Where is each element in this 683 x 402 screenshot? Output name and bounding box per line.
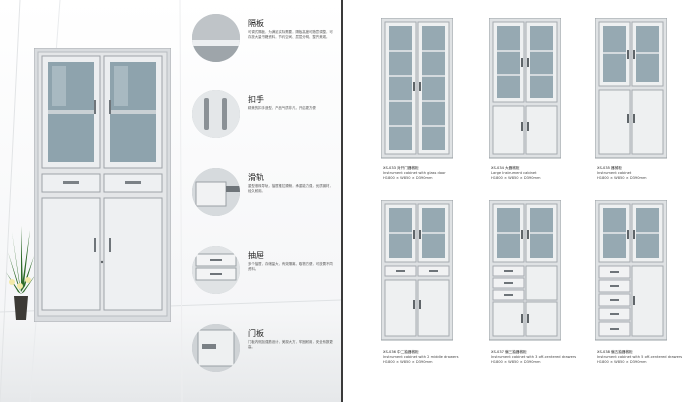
product-xs-034: XS-034 大器械柜 Large Instrument cabinet H18… — [489, 18, 589, 180]
product-caption: XS-036 中二抽器械柜 Instrument cabinet with 2 … — [383, 350, 458, 364]
feature-description: 多个抽屉，存储量大，有效隔离，取物方便，可放置不同资料。 — [248, 262, 333, 271]
feature-door: 门板 门板内侧加强筋设计，美观大方，牢固耐用，安全系数更高。 — [192, 324, 340, 384]
product-name: Large Instrument cabinet — [491, 170, 537, 175]
product-code: XS-037 偏三抽器械柜 — [491, 350, 527, 354]
rail-detail-image — [192, 168, 240, 216]
cabinet-three-drawer-image — [489, 200, 561, 341]
product-caption: XS-033 对开门器械柜 Instrument cabinet with gl… — [383, 166, 446, 180]
door-detail-image — [192, 324, 240, 372]
cabinet-five-drawer-image — [595, 200, 667, 341]
feature-description: 门板内侧加强筋设计，美观大方，牢固耐用，安全系数更高。 — [248, 340, 333, 349]
left-page: 隔板 可调式隔板，为满足实际需要，隔板高度可随意调整，可存放大量书籍资料，节约空… — [0, 0, 341, 402]
feature-description: 重型滚珠导轨，抽屉推拉顺畅，承重能力强，优质钢材，经久耐用。 — [248, 184, 333, 193]
cabinet-large-image — [489, 18, 561, 159]
product-caption: XS-038 偏五抽器械柜 Instrument cabinet with 5 … — [597, 350, 682, 364]
product-code: XS-038 偏五抽器械柜 — [597, 350, 633, 354]
cabinet-standard-image — [595, 18, 667, 159]
product-xs-033: XS-033 对开门器械柜 Instrument cabinet with gl… — [381, 18, 481, 180]
product-caption: XS-037 偏三抽器械柜 Instrument cabinet with 3 … — [491, 350, 576, 364]
product-code: XS-033 对开门器械柜 — [383, 166, 419, 170]
feature-handle: 扣手 精美的扣手造型，产品气质非凡，开启更方便 — [192, 90, 340, 146]
product-name: Instrument cabinet with 5 off-centered d… — [597, 354, 683, 359]
product-size: H1800 × W850 × D390mm — [491, 175, 541, 180]
product-xs-036: XS-036 中二抽器械柜 Instrument cabinet with 2 … — [381, 200, 481, 364]
shelf-detail-image — [192, 14, 240, 62]
feature-description: 精美的扣手造型，产品气质非凡，开启更方便 — [248, 106, 316, 110]
right-page: XS-033 对开门器械柜 Instrument cabinet with gl… — [343, 0, 683, 402]
product-caption: XS-034 大器械柜 Large Instrument cabinet H18… — [491, 166, 540, 180]
product-size: H1800 × W850 × D390mm — [597, 175, 647, 180]
product-name: Instrument cabinet with glass door — [383, 170, 446, 175]
product-xs-035: XS-035 器械柜 Instrument cabinet H1800 × W8… — [595, 18, 683, 180]
product-caption: XS-035 器械柜 Instrument cabinet H1800 × W8… — [597, 166, 646, 180]
feature-title: 隔板 — [248, 19, 264, 28]
product-code: XS-036 中二抽器械柜 — [383, 350, 419, 354]
potted-plant-image — [6, 226, 36, 320]
product-size: H1800 × W850 × D390mm — [383, 175, 433, 180]
handle-detail-image — [192, 90, 240, 138]
product-code: XS-035 器械柜 — [597, 166, 622, 170]
product-size: H1800 × W850 × D390mm — [491, 359, 541, 364]
page-gutter — [341, 0, 343, 402]
drawer-detail-image — [192, 246, 240, 294]
product-name: Instrument cabinet — [597, 170, 632, 175]
feature-rail: 滑轨 重型滚珠导轨，抽屉推拉顺畅，承重能力强，优质钢材，经久耐用。 — [192, 168, 340, 224]
product-name: Instrument cabinet with 3 off-centered d… — [491, 354, 577, 359]
product-xs-037: XS-037 偏三抽器械柜 Instrument cabinet with 3 … — [489, 200, 589, 364]
feature-title: 滑轨 — [248, 173, 264, 182]
cabinet-main-image — [34, 48, 171, 322]
feature-shelf: 隔板 可调式隔板，为满足实际需要，隔板高度可随意调整，可存放大量书籍资料，节约空… — [192, 14, 340, 70]
product-code: XS-034 大器械柜 — [491, 166, 520, 170]
floor-backdrop — [0, 312, 341, 402]
feature-drawer: 抽屉 多个抽屉，存储量大，有效隔离，取物方便，可放置不同资料。 — [192, 246, 340, 302]
feature-title: 扣手 — [248, 95, 264, 104]
cabinet-glass-door-image — [381, 18, 453, 159]
feature-title: 门板 — [248, 329, 264, 338]
product-size: H1800 × W850 × D390mm — [383, 359, 433, 364]
feature-title: 抽屉 — [248, 251, 264, 260]
feature-description: 可调式隔板，为满足实际需要，隔板高度可随意调整，可存放大量书籍资料，节约空间、层… — [248, 30, 333, 39]
product-size: H1800 × W850 × D390mm — [597, 359, 647, 364]
product-name: Instrument cabinet with 2 middle drawers — [383, 354, 459, 359]
cabinet-two-drawer-image — [381, 200, 453, 341]
product-xs-038: XS-038 偏五抽器械柜 Instrument cabinet with 5 … — [595, 200, 683, 364]
